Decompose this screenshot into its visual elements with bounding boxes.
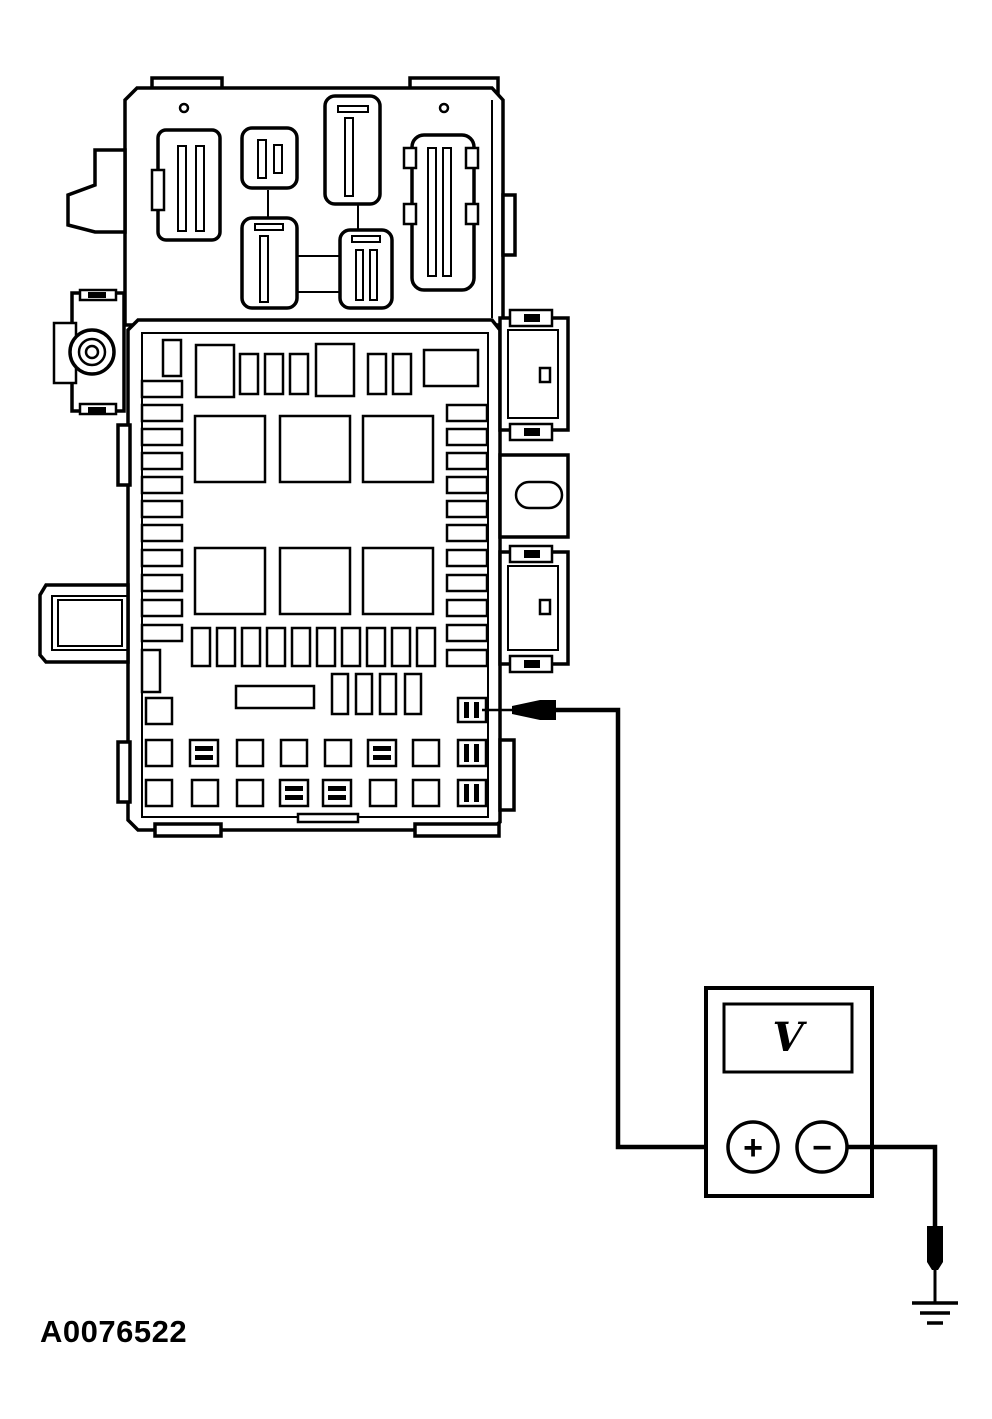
connector-2 <box>240 126 299 190</box>
ground-probe-icon <box>927 1226 943 1302</box>
side-connector-1 <box>498 308 570 442</box>
positive-terminal[interactable]: + <box>726 1120 780 1174</box>
fuse-panel <box>140 338 489 808</box>
voltmeter: V + − <box>704 986 874 1198</box>
negative-lead-wire <box>847 1144 938 1228</box>
junction-box <box>38 76 570 838</box>
side-connector-3 <box>498 544 570 674</box>
connector-5 <box>240 216 299 310</box>
probed-fuse <box>456 696 488 724</box>
connector-4 <box>402 133 480 292</box>
meter-display: V <box>772 1014 807 1061</box>
right-fuse-column <box>445 403 489 668</box>
figure-id: A0076522 <box>40 1314 188 1349</box>
positive-lead-wire <box>556 707 727 1150</box>
positive-terminal-label: + <box>743 1129 763 1167</box>
connector-6 <box>338 228 394 310</box>
left-fuse-column <box>140 379 184 643</box>
side-connector-2 <box>498 453 570 539</box>
ground-symbol-icon <box>912 1301 958 1325</box>
probe-icon <box>482 700 556 720</box>
connector-3 <box>323 94 382 206</box>
negative-terminal-label: − <box>812 1129 832 1167</box>
negative-terminal[interactable]: − <box>795 1120 849 1174</box>
connector-1 <box>150 128 222 242</box>
